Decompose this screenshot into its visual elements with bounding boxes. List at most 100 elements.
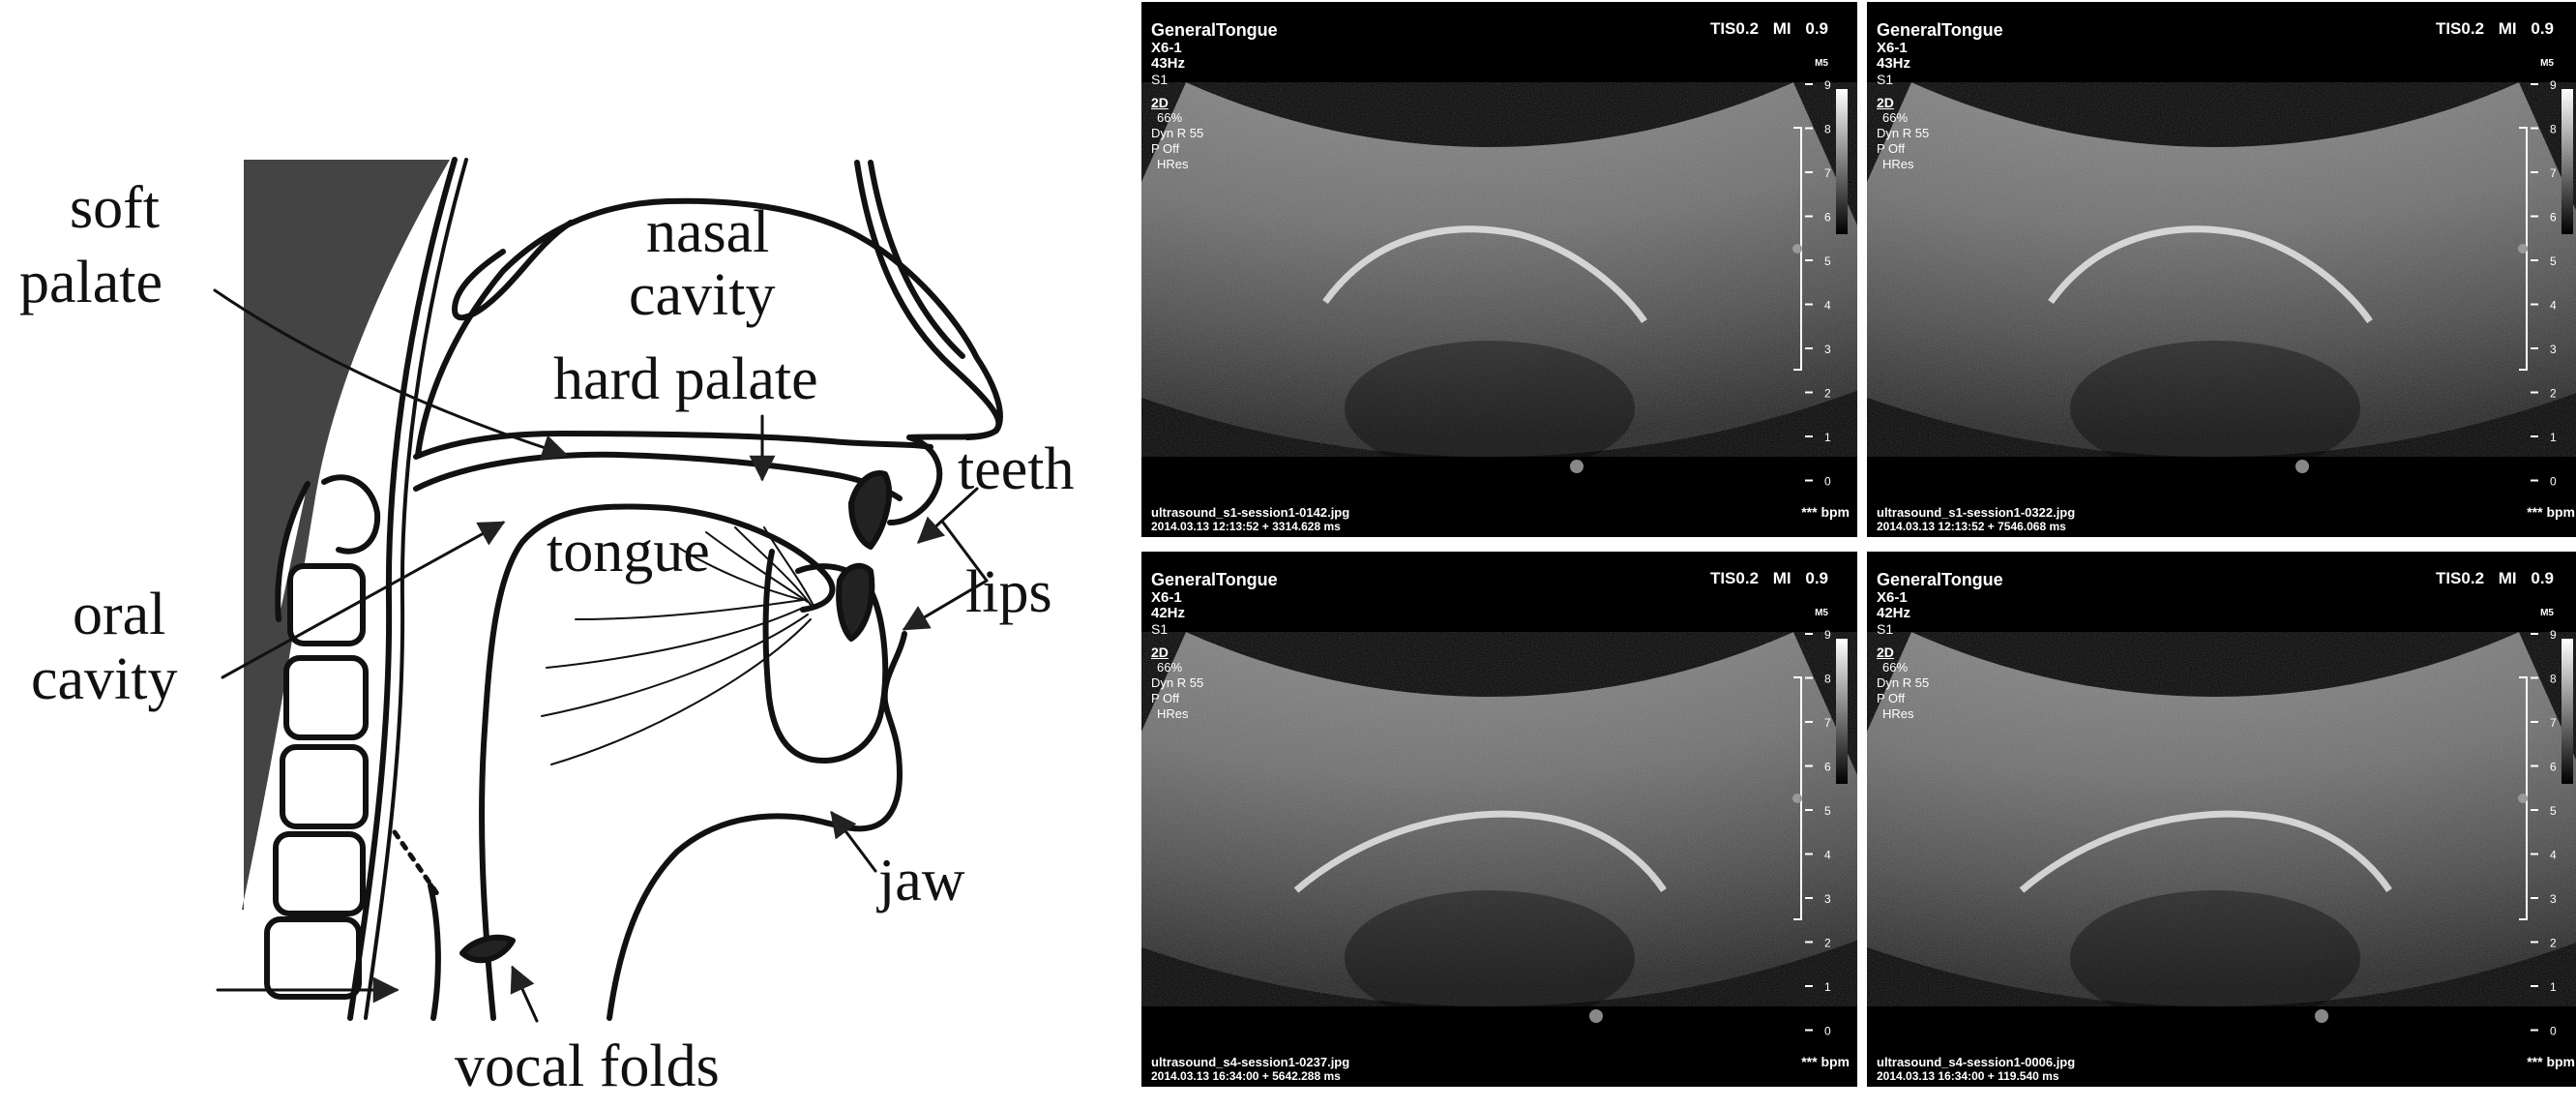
app-name: GeneralTongue bbox=[1151, 19, 1278, 41]
depth-tick-label: 5 bbox=[2550, 804, 2557, 818]
depth-tick-label: 6 bbox=[1824, 761, 1831, 774]
image-timestamp: 2014.03.13 16:34:00 + 5642.288 ms bbox=[1151, 1069, 1341, 1083]
depth-tick-label: 0 bbox=[2550, 1025, 2557, 1038]
depth-tick-label: 6 bbox=[1824, 211, 1831, 225]
dynamic-range: Dyn R 55 bbox=[1151, 675, 1278, 691]
probe-model: X6-1 bbox=[1877, 41, 2003, 56]
depth-tick-label: 7 bbox=[2550, 166, 2557, 180]
orientation-marker-icon bbox=[2295, 460, 2309, 473]
depth-tick-label: 9 bbox=[1824, 628, 1831, 642]
upper-lip bbox=[890, 437, 939, 523]
depth-tick-label: 8 bbox=[2550, 123, 2557, 136]
upper-teeth bbox=[851, 473, 889, 547]
imaging-mode: 2D bbox=[1151, 95, 1278, 110]
ultrasound-panel-3: 9876543210 GeneralTongue X6-1 42Hz S1 2D… bbox=[1141, 552, 1857, 1087]
session-indicator: S1 bbox=[1877, 621, 2003, 637]
label-nasal-cavity-line1: nasal bbox=[646, 199, 769, 265]
app-name: GeneralTongue bbox=[1877, 19, 2003, 41]
depth-tick-label: 7 bbox=[1824, 166, 1831, 180]
focus-marker-icon bbox=[1792, 794, 1802, 803]
label-soft-palate-line1: soft bbox=[70, 175, 160, 241]
bpm-readout: *** bpm bbox=[2527, 1054, 2575, 1069]
tis-mi-readout: TIS0.2 MI 0.9 bbox=[2436, 569, 2554, 588]
orientation-marker-icon bbox=[1570, 460, 1584, 473]
depth-tick-label: 0 bbox=[1824, 1025, 1831, 1038]
focus-marker-icon bbox=[2518, 244, 2528, 254]
probe-model: X6-1 bbox=[1877, 590, 2003, 606]
probe-model: X6-1 bbox=[1151, 590, 1278, 606]
gain-value: 66% bbox=[1151, 660, 1278, 675]
gain-value: 66% bbox=[1877, 110, 2003, 126]
dynamic-range: Dyn R 55 bbox=[1877, 675, 2003, 691]
power-setting: P Off bbox=[1877, 691, 2003, 706]
grayscale-map-bar bbox=[1836, 89, 1848, 234]
probe-model: X6-1 bbox=[1151, 41, 1278, 56]
depth-tick-label: 8 bbox=[2550, 673, 2557, 686]
label-lips: lips bbox=[965, 559, 1052, 625]
depth-tick-label: 7 bbox=[2550, 716, 2557, 730]
depth-tick-label: 1 bbox=[2550, 431, 2557, 444]
ultrasound-panel-1: 9876543210 GeneralTongue X6-1 43Hz S1 2D… bbox=[1141, 2, 1857, 537]
label-teeth: teeth bbox=[958, 436, 1075, 502]
bpm-readout: *** bpm bbox=[1801, 504, 1850, 520]
orientation-marker-icon bbox=[1589, 1009, 1603, 1023]
frame-rate: 43Hz bbox=[1151, 56, 1278, 72]
depth-tick-label: 8 bbox=[1824, 123, 1831, 136]
map-label: M5 bbox=[1815, 608, 1828, 618]
ultrasound-panel-2: 9876543210 GeneralTongue X6-1 43Hz S1 2D… bbox=[1867, 2, 2576, 537]
depth-tick-label: 1 bbox=[2550, 980, 2557, 994]
power-setting: P Off bbox=[1877, 141, 2003, 157]
label-oral-cavity-line1: oral bbox=[73, 582, 165, 647]
focus-marker-icon bbox=[1792, 244, 1802, 254]
depth-tick-label: 6 bbox=[2550, 761, 2557, 774]
hard-palate-outline bbox=[416, 434, 931, 457]
scan-shadow-region bbox=[2070, 890, 2360, 1026]
dynamic-range: Dyn R 55 bbox=[1151, 126, 1278, 141]
depth-tick-label: 9 bbox=[1824, 78, 1831, 92]
orientation-marker-icon bbox=[2315, 1009, 2328, 1023]
depth-tick-label: 5 bbox=[1824, 255, 1831, 268]
depth-tick-label: 4 bbox=[1824, 849, 1831, 862]
app-name: GeneralTongue bbox=[1151, 569, 1278, 590]
scan-shadow-region bbox=[1345, 890, 1635, 1026]
grayscale-map-bar bbox=[2561, 89, 2573, 234]
depth-tick-label: 1 bbox=[1824, 980, 1831, 994]
label-jaw: jaw bbox=[876, 848, 965, 914]
session-indicator: S1 bbox=[1151, 72, 1278, 87]
depth-tick-label: 3 bbox=[1824, 892, 1831, 906]
gain-value: 66% bbox=[1151, 110, 1278, 126]
label-vocal-folds: vocal folds bbox=[455, 1034, 720, 1099]
map-label: M5 bbox=[1815, 58, 1828, 69]
depth-tick-label: 9 bbox=[2550, 78, 2557, 92]
resolution-setting: HRes bbox=[1877, 157, 2003, 172]
vocal-folds-shape bbox=[462, 938, 513, 960]
depth-tick-label: 0 bbox=[2550, 475, 2557, 489]
depth-tick-label: 9 bbox=[2550, 628, 2557, 642]
grayscale-map-bar bbox=[2561, 639, 2573, 784]
label-soft-palate-line2: palate bbox=[19, 250, 163, 315]
grayscale-map-bar bbox=[1836, 639, 1848, 784]
map-label: M5 bbox=[2540, 58, 2554, 69]
label-tongue: tongue bbox=[547, 519, 710, 584]
image-timestamp: 2014.03.13 12:13:52 + 3314.628 ms bbox=[1151, 520, 1341, 533]
depth-tick-label: 2 bbox=[1824, 937, 1831, 950]
power-setting: P Off bbox=[1151, 691, 1278, 706]
gain-value: 66% bbox=[1877, 660, 2003, 675]
image-filename: ultrasound_s4-session1-0237.jpg bbox=[1151, 1055, 1349, 1069]
depth-tick-label: 5 bbox=[2550, 255, 2557, 268]
depth-tick-label: 4 bbox=[2550, 299, 2557, 313]
bpm-readout: *** bpm bbox=[2527, 504, 2575, 520]
depth-tick-label: 2 bbox=[1824, 387, 1831, 401]
focus-marker-icon bbox=[2518, 794, 2528, 803]
tis-mi-readout: TIS0.2 MI 0.9 bbox=[1710, 19, 1828, 39]
imaging-mode: 2D bbox=[1877, 95, 2003, 110]
imaging-mode: 2D bbox=[1877, 644, 2003, 660]
frame-rate: 42Hz bbox=[1877, 606, 2003, 621]
depth-tick-label: 3 bbox=[2550, 343, 2557, 356]
lower-teeth bbox=[839, 566, 872, 639]
depth-tick-label: 2 bbox=[2550, 387, 2557, 401]
larynx-outline bbox=[430, 885, 438, 1018]
resolution-setting: HRes bbox=[1151, 706, 1278, 722]
depth-tick-label: 4 bbox=[1824, 299, 1831, 313]
scan-shadow-region bbox=[2070, 341, 2360, 476]
